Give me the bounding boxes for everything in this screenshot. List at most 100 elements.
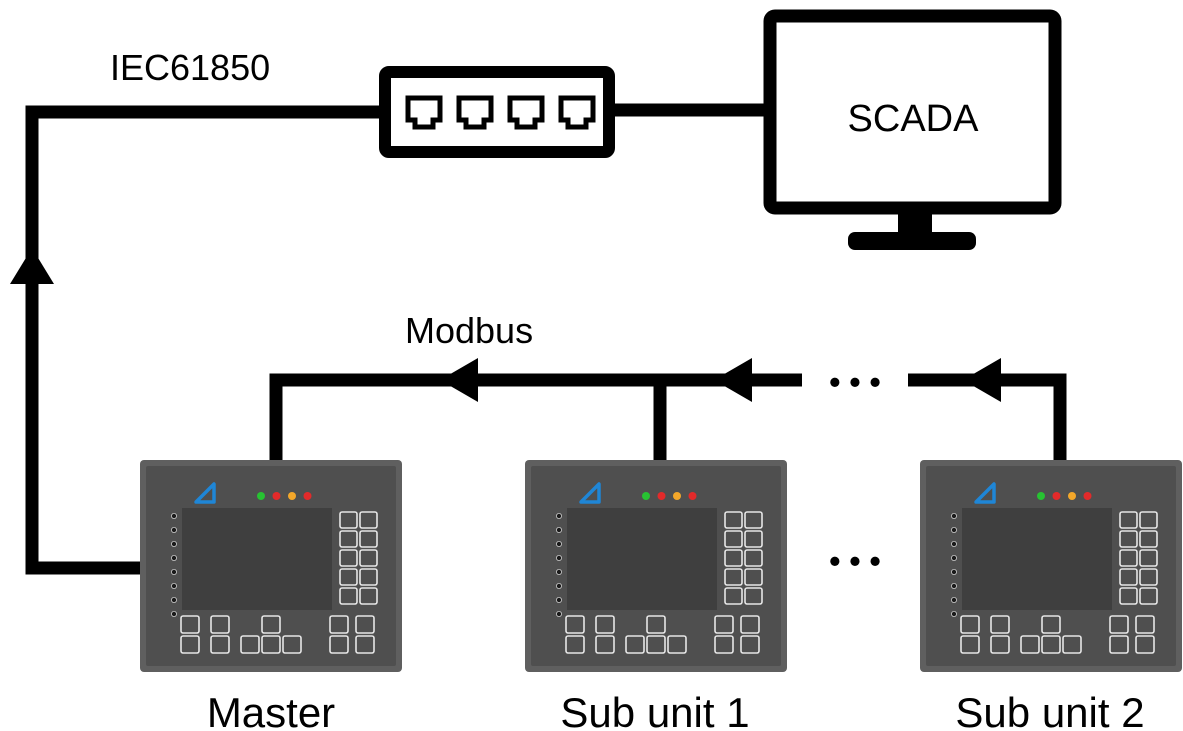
device-key (1139, 530, 1158, 548)
device-key (1139, 511, 1158, 529)
status-led-icon (673, 492, 681, 500)
device-key (1135, 635, 1155, 654)
device-key (180, 615, 200, 634)
device-key (740, 635, 760, 654)
device-key (282, 635, 302, 654)
sub-unit-2-label: Sub unit 2 (955, 689, 1144, 731)
modbus-label: Modbus (405, 310, 533, 351)
device-key (359, 549, 378, 567)
units-ellipsis: • • • (829, 543, 880, 579)
status-led-icon (642, 492, 650, 500)
device-key (724, 511, 743, 529)
side-indicator-icon (170, 541, 177, 548)
status-led-icon (1037, 492, 1045, 500)
status-led-icon (303, 492, 312, 500)
iec61850-label: IEC61850 (110, 47, 270, 88)
brand-logo-icon (974, 482, 996, 504)
device-key (339, 587, 358, 605)
device-key (667, 635, 687, 654)
status-led-icon (1083, 492, 1092, 500)
device-key (1020, 635, 1040, 654)
side-indicator-icon (555, 541, 562, 548)
ethernet-port-icon (558, 95, 596, 130)
side-indicator-icon (170, 610, 177, 617)
side-indicator-icon (950, 541, 957, 548)
device-key (714, 615, 734, 634)
modbus-arrowhead (714, 358, 752, 402)
device-key (744, 587, 763, 605)
device-display (182, 508, 332, 610)
modbus-arrowhead (963, 358, 1001, 402)
device-key (359, 587, 378, 605)
sub-unit-2 (920, 460, 1182, 672)
device-key (990, 615, 1010, 634)
device-key (1119, 530, 1138, 548)
device-key (1135, 615, 1155, 634)
side-indicator-icon (950, 583, 957, 590)
status-led-icon (272, 492, 281, 500)
device-key (960, 615, 980, 634)
device-key (1041, 635, 1061, 654)
iec61850-link-line (25, 105, 386, 575)
scada-monitor: SCADA (763, 9, 1062, 250)
device-key (210, 635, 230, 654)
device-key (595, 635, 615, 654)
device-key (744, 568, 763, 586)
device-key (724, 568, 743, 586)
ethernet-port-icon (507, 95, 545, 130)
device-key (359, 568, 378, 586)
brand-logo-icon (194, 482, 216, 504)
status-led-icon (1052, 492, 1061, 500)
side-indicator-icon (950, 610, 957, 617)
device-key (744, 549, 763, 567)
device-key (355, 635, 375, 654)
device-key (744, 530, 763, 548)
side-indicator-icon (555, 527, 562, 534)
device-key (1109, 635, 1129, 654)
master-unit (140, 460, 402, 672)
device-key (1119, 587, 1138, 605)
side-indicator-icon (555, 555, 562, 562)
device-key (1119, 568, 1138, 586)
device-key (1109, 615, 1129, 634)
device-key (724, 530, 743, 548)
status-led-icon (657, 492, 666, 500)
side-indicator-icon (555, 596, 562, 603)
device-key (359, 530, 378, 548)
device-key (595, 615, 615, 634)
side-indicator-icon (950, 555, 957, 562)
device-key (724, 549, 743, 567)
status-led-icon (688, 492, 697, 500)
device-key (359, 511, 378, 529)
device-display (567, 508, 717, 610)
device-key (646, 615, 666, 634)
device-key (724, 587, 743, 605)
device-display (962, 508, 1112, 610)
status-led-icon (288, 492, 296, 500)
device-key (960, 635, 980, 654)
status-led-icon (1068, 492, 1076, 500)
bus-ellipsis: • • • (829, 364, 880, 400)
side-indicator-icon (950, 513, 957, 520)
device-key (355, 615, 375, 634)
device-key (1139, 568, 1158, 586)
device-key (565, 615, 585, 634)
device-key (329, 615, 349, 634)
side-indicator-icon (170, 596, 177, 603)
device-key (646, 635, 666, 654)
switch-ports (405, 95, 596, 130)
monitor-stand (848, 232, 976, 250)
device-key (329, 635, 349, 654)
modbus-arrowhead (440, 358, 478, 402)
device-key (1062, 635, 1082, 654)
device-key (339, 568, 358, 586)
ethernet-port-icon (456, 95, 494, 130)
scada-label: SCADA (848, 98, 980, 140)
device-key (1119, 549, 1138, 567)
side-indicator-icon (950, 569, 957, 576)
side-indicator-icon (170, 555, 177, 562)
device-key (339, 511, 358, 529)
device-key (339, 530, 358, 548)
modbus-bus-line-main (269, 373, 802, 462)
device-key (261, 615, 281, 634)
